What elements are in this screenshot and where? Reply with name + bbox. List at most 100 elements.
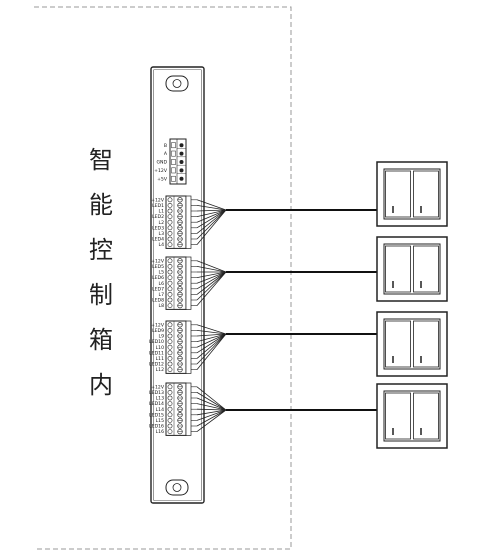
terminal-cap <box>185 256 192 310</box>
pin-slot <box>167 384 173 390</box>
pin-label: LED16 <box>149 424 164 430</box>
pin-slot <box>167 339 173 344</box>
wire <box>196 271 227 295</box>
pin-label: L5 <box>159 270 165 276</box>
pin-label: L3 <box>159 231 165 237</box>
mount-hole-top-icon <box>165 75 189 92</box>
pin-slot <box>167 429 173 434</box>
pin-label: B <box>164 143 167 149</box>
pin-slot <box>167 263 173 269</box>
pin-slot <box>167 236 173 242</box>
terminal-screw-icon <box>179 143 184 148</box>
wire <box>196 333 227 348</box>
pin-label: LED6 <box>152 275 164 281</box>
wire <box>196 333 227 342</box>
wire <box>196 409 227 421</box>
wire <box>196 209 227 229</box>
pin-slot <box>167 286 173 292</box>
rocker-key <box>385 320 411 368</box>
pin-slot <box>171 159 176 165</box>
pin-label: L9 <box>159 334 165 340</box>
wire <box>196 271 227 301</box>
switch-panels <box>376 161 448 449</box>
wire <box>196 260 227 273</box>
pin-slot <box>167 361 173 367</box>
terminal-housing <box>169 138 187 185</box>
pin-label: LED4 <box>152 237 164 243</box>
channel-terminal-blocks: +12VLED1L1LED2L2LED3L3LED4L4+12VLED5L5LE… <box>149 195 378 436</box>
pin-label: LED14 <box>149 401 164 407</box>
pin-slot <box>167 327 173 333</box>
pin-label: +12V <box>151 258 165 264</box>
wire <box>196 271 227 290</box>
pin-slot <box>167 389 173 395</box>
wire <box>196 271 227 278</box>
pin-label: L4 <box>159 242 165 248</box>
pin-slot <box>167 202 173 208</box>
pin-label: L10 <box>156 345 164 351</box>
pin-label: LED9 <box>152 328 164 334</box>
wire <box>196 209 227 217</box>
pin-slot <box>167 333 173 339</box>
pin-slot <box>167 412 173 418</box>
pin-label: L11 <box>156 356 164 362</box>
pin-label: LED10 <box>149 339 164 345</box>
pin-slot <box>167 225 173 231</box>
wire <box>196 266 227 273</box>
rocker-key <box>413 320 439 368</box>
pin-label: L13 <box>156 396 164 402</box>
pin-label: L15 <box>156 418 164 424</box>
pin-label: L8 <box>159 303 165 309</box>
pin-slot <box>167 350 173 356</box>
rocker-key <box>385 245 411 293</box>
pin-label: LED5 <box>152 264 164 270</box>
terminal-screw-icon <box>179 160 184 164</box>
wire <box>196 209 227 234</box>
switch-panel <box>376 161 448 227</box>
pin-label: LED12 <box>149 362 164 368</box>
wire <box>196 333 227 354</box>
wire <box>196 333 227 370</box>
pin-label: L1 <box>159 209 165 215</box>
wire <box>196 209 227 212</box>
wire <box>196 403 227 411</box>
pin-slot <box>167 269 173 275</box>
wire <box>196 409 227 427</box>
pin-label: +12V <box>151 197 165 203</box>
pin-slot <box>167 197 173 203</box>
pin-slot <box>171 167 176 174</box>
pin-label: L7 <box>159 292 165 298</box>
pin-label: A <box>164 151 168 157</box>
pin-label: LED15 <box>149 412 164 418</box>
pin-label: LED8 <box>152 298 164 304</box>
wire <box>196 397 227 411</box>
wire <box>196 330 227 335</box>
pin-label: L12 <box>156 367 164 373</box>
pin-slot <box>167 417 173 423</box>
pin-slot <box>167 322 173 328</box>
pin-slot <box>167 423 173 429</box>
pin-label: +5V <box>157 176 168 182</box>
pin-slot <box>167 297 173 303</box>
pin-slot <box>171 175 176 182</box>
switch-panel <box>376 383 448 449</box>
pin-label: L6 <box>159 281 165 287</box>
rocker-key <box>385 170 411 218</box>
rocker-key <box>385 392 411 440</box>
pin-slot <box>167 344 173 350</box>
wire <box>196 199 227 211</box>
wire <box>196 409 227 416</box>
terminal-cap <box>185 382 192 436</box>
pin-slot <box>167 303 173 308</box>
pin-label: L2 <box>159 220 165 226</box>
wire <box>196 324 227 335</box>
wire <box>196 271 227 284</box>
wire <box>196 333 227 365</box>
mount-hole-bottom-icon <box>165 479 189 496</box>
terminal-cap <box>185 320 192 374</box>
pin-slot <box>167 395 173 401</box>
pin-slot <box>171 150 176 157</box>
